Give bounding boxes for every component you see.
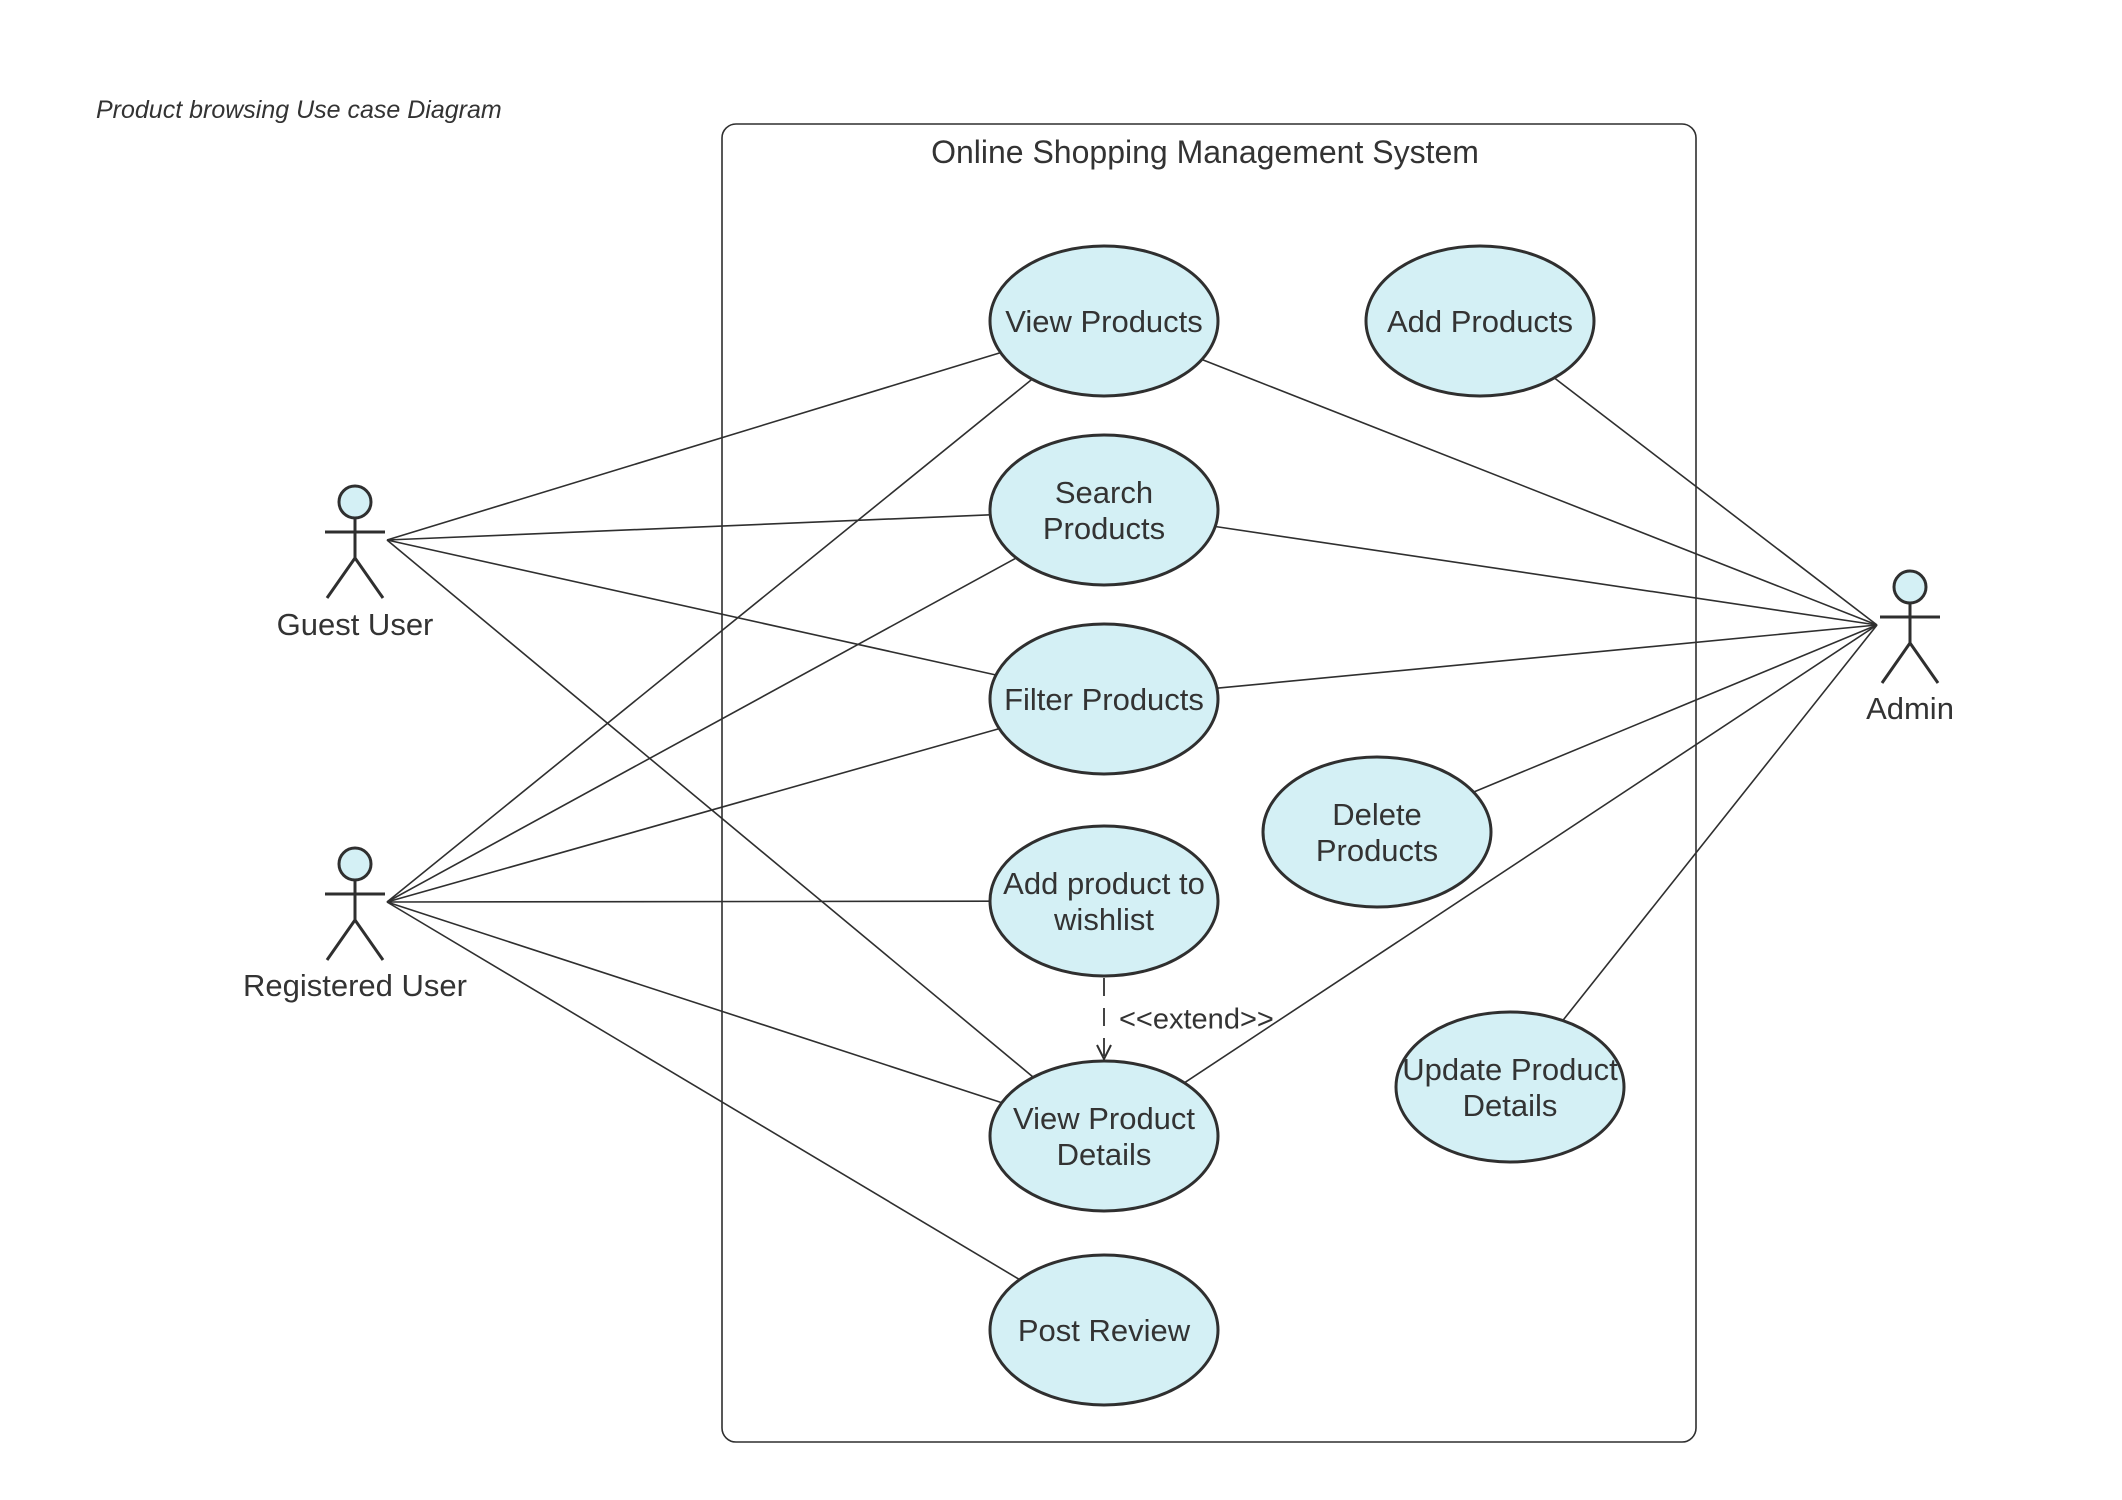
- association-registered-view_products: [386, 378, 1033, 903]
- association-registered-search_products: [386, 557, 1017, 903]
- association-registered-view_details: [386, 901, 1003, 1104]
- actor-guest: Guest User: [277, 484, 434, 642]
- usecase-ellipse: [988, 622, 1220, 776]
- extend-label: <<extend>>: [1119, 1004, 1274, 1036]
- usecase-ellipse: [1394, 1010, 1626, 1164]
- association-guest-view_details: [386, 539, 1034, 1078]
- actor-label: Guest User: [277, 607, 434, 642]
- usecase-label: Products: [1316, 833, 1438, 868]
- usecase-ellipse: [988, 244, 1220, 398]
- association-guest-view_products: [386, 351, 1001, 541]
- association-admin-delete_products: [1473, 624, 1878, 793]
- actor-limb: [325, 557, 357, 599]
- association-admin-view_details: [1183, 624, 1878, 1084]
- usecase-add-products: Add Products: [1364, 244, 1596, 398]
- usecase-label: wishlist: [1053, 902, 1154, 937]
- actor-head: [1892, 569, 1928, 605]
- dependency-lines: <<extend>>: [1104, 978, 1274, 1059]
- association-lines: [386, 351, 1878, 1281]
- association-guest-search_products: [386, 514, 991, 541]
- usecase-label: View Products: [1005, 304, 1203, 339]
- usecase-label: Update Product: [1402, 1052, 1618, 1087]
- association-admin-view_products: [1201, 358, 1878, 626]
- association-admin-add_products: [1553, 377, 1878, 626]
- usecase-ellipse: [1261, 755, 1493, 909]
- association-admin-filter_products: [1216, 624, 1878, 689]
- association-registered-add_wishlist: [386, 900, 991, 903]
- actor-admin: Admin: [1866, 569, 1954, 726]
- usecase-ellipse: [1364, 244, 1596, 398]
- usecase-ellipse: [988, 1059, 1220, 1213]
- actor-limb: [1880, 642, 1912, 684]
- actor-head: [337, 484, 373, 520]
- diagram-caption: Product browsing Use case Diagram: [96, 96, 502, 124]
- actor-head: [337, 846, 373, 882]
- actor-label: Registered User: [243, 968, 467, 1003]
- actor-registered: Registered User: [243, 846, 467, 1003]
- system-boundary: [721, 123, 1697, 1443]
- usecase-label: Filter Products: [1004, 682, 1204, 717]
- actor-label: Admin: [1866, 691, 1954, 726]
- association-admin-search_products: [1215, 525, 1878, 626]
- usecase-label: Search: [1055, 475, 1153, 510]
- usecase-ellipse: [988, 433, 1220, 587]
- usecase-label: View Product: [1013, 1101, 1195, 1136]
- usecase-post-review: Post Review: [988, 1253, 1220, 1407]
- usecase-label: Add Products: [1387, 304, 1573, 339]
- usecase-label: Details: [1463, 1088, 1558, 1123]
- actor-limb: [353, 557, 385, 599]
- association-admin-update_details: [1562, 624, 1878, 1021]
- usecase-view-products: View Products: [988, 244, 1220, 398]
- association-registered-filter_products: [386, 727, 1000, 903]
- association-guest-filter_products: [386, 539, 997, 676]
- association-registered-post_review: [386, 901, 1021, 1281]
- usecase-label: Post Review: [1018, 1313, 1191, 1348]
- usecase-label: Add product to: [1003, 866, 1205, 901]
- usecase-label: Delete: [1332, 797, 1422, 832]
- actor-limb: [353, 919, 385, 961]
- usecase-label: Products: [1043, 511, 1165, 546]
- usecase-filter-products: Filter Products: [988, 622, 1220, 776]
- actor-limb: [325, 919, 357, 961]
- usecase-ellipse: [988, 824, 1220, 978]
- usecase-ellipse: [988, 1253, 1220, 1407]
- system-title: Online Shopping Management System: [931, 134, 1479, 170]
- actor-limb: [1908, 642, 1940, 684]
- usecase-label: Details: [1057, 1137, 1152, 1172]
